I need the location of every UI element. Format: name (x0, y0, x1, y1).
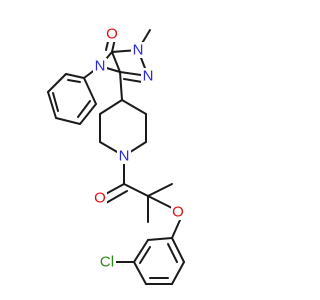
atom-n-piperidine: N (119, 148, 130, 165)
bond-cp-double-a (139, 246, 151, 264)
bond-cp-5 (171, 261, 185, 285)
bond-ph-1 (83, 77, 97, 105)
bond-ph-5 (47, 73, 67, 93)
amide-ether-chain (101, 155, 181, 239)
bond-cq-oether (147, 195, 173, 209)
bond-cp-3 (133, 261, 147, 285)
bond-ph-double-b (52, 92, 59, 112)
atom-labels: O N N N N O O Cl (93, 26, 185, 271)
bond-camide-cq (123, 183, 149, 197)
bond-pip-1 (121, 99, 147, 115)
bond-ph-double-c (67, 79, 81, 83)
molecule-structure-diagram: O N N N N O O Cl (47, 26, 185, 285)
bond-cp-6 (171, 237, 185, 263)
chlorophenyl-ring (111, 237, 185, 285)
bond-pip-6 (99, 99, 123, 115)
bond-ph-double-a (77, 100, 91, 118)
atom-n-ring: N (143, 68, 154, 85)
bond-cq-methyl-a (147, 183, 173, 197)
bond-cp-1 (147, 237, 173, 241)
bond-cp-double-c (167, 243, 178, 263)
bond-oether-aryl (171, 219, 181, 239)
bond-ph-4 (47, 91, 57, 119)
atom-o-ether: O (172, 204, 184, 221)
atom-n-methyl: N (133, 42, 144, 59)
atom-n-phenyl: N (95, 58, 106, 75)
atom-o-amide: O (94, 190, 106, 207)
bond-ph-2 (79, 103, 97, 125)
phenyl-ring (47, 65, 101, 125)
bond-cp-2 (133, 239, 149, 263)
bond-c3-ring-link (119, 71, 123, 101)
bond-n2-c3-double (123, 78, 143, 83)
bond-camide-oamide-double (105, 190, 128, 204)
atom-o-carbonyl-top: O (106, 26, 118, 43)
bond-ph-3 (55, 117, 81, 125)
bond-ph-6 (65, 73, 85, 79)
bond-c5-c3 (111, 51, 121, 73)
atom-cl: Cl (100, 254, 114, 271)
